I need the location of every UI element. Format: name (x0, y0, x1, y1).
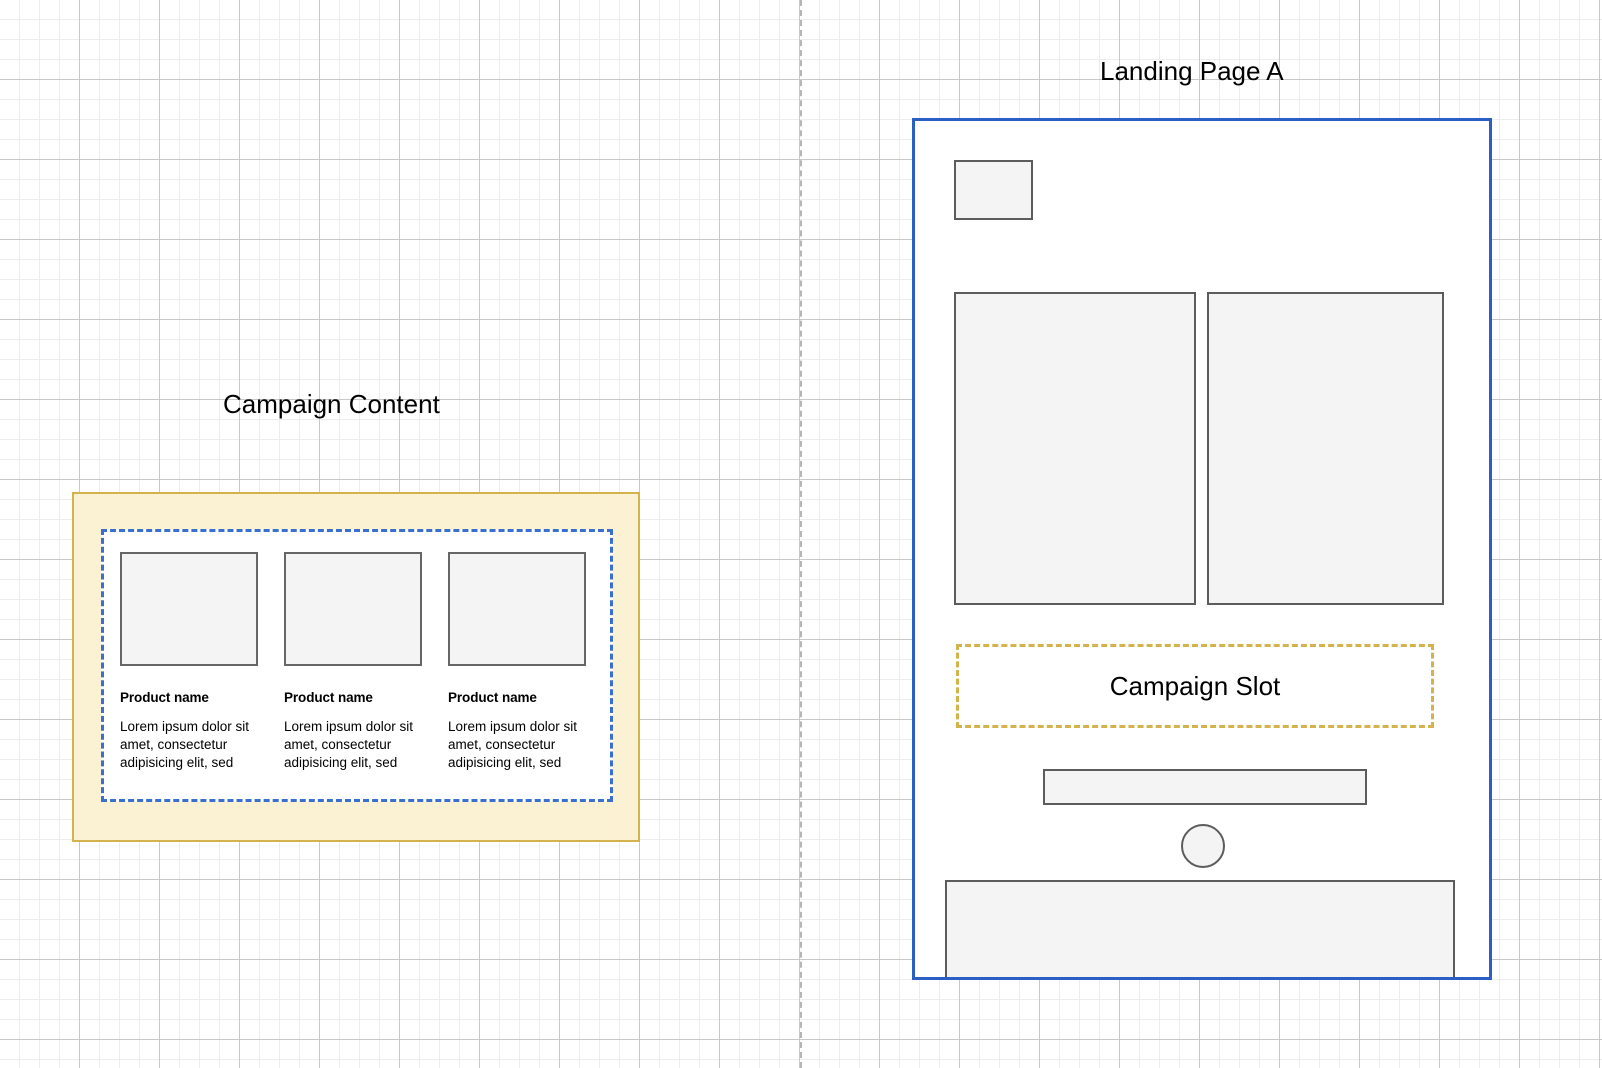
cta-bar[interactable] (1043, 769, 1367, 805)
product-description: Lorem ipsum dolor sit amet, consectetur … (284, 719, 414, 770)
product-name-label: Product name (120, 690, 209, 705)
hero-right-block[interactable] (1207, 292, 1444, 605)
landing-page-frame[interactable]: Campaign Slot (912, 118, 1492, 980)
product-name-label: Product name (284, 690, 373, 705)
product-name-label: Product name (448, 690, 537, 705)
avatar-circle[interactable] (1181, 824, 1225, 868)
product-card[interactable]: Product name Lorem ipsum dolor sit amet,… (120, 552, 260, 772)
campaign-content-title: Campaign Content (223, 389, 440, 419)
campaign-slot-label: Campaign Slot (1109, 671, 1281, 701)
logo-placeholder[interactable] (954, 160, 1033, 220)
landing-page-title: Landing Page A (1100, 56, 1284, 86)
product-card[interactable]: Product name Lorem ipsum dolor sit amet,… (448, 552, 588, 772)
product-description: Lorem ipsum dolor sit amet, consectetur … (120, 719, 250, 770)
footer-block[interactable] (945, 880, 1455, 977)
product-image-placeholder (120, 552, 258, 666)
product-image-placeholder (284, 552, 422, 666)
product-description: Lorem ipsum dolor sit amet, consectetur … (448, 719, 578, 770)
product-card-list: Product name Lorem ipsum dolor sit amet,… (120, 552, 590, 772)
product-image-placeholder (448, 552, 586, 666)
product-card[interactable]: Product name Lorem ipsum dolor sit amet,… (284, 552, 424, 772)
campaign-slot[interactable]: Campaign Slot (956, 644, 1434, 728)
page-break-divider (800, 0, 802, 1068)
hero-left-block[interactable] (954, 292, 1196, 605)
